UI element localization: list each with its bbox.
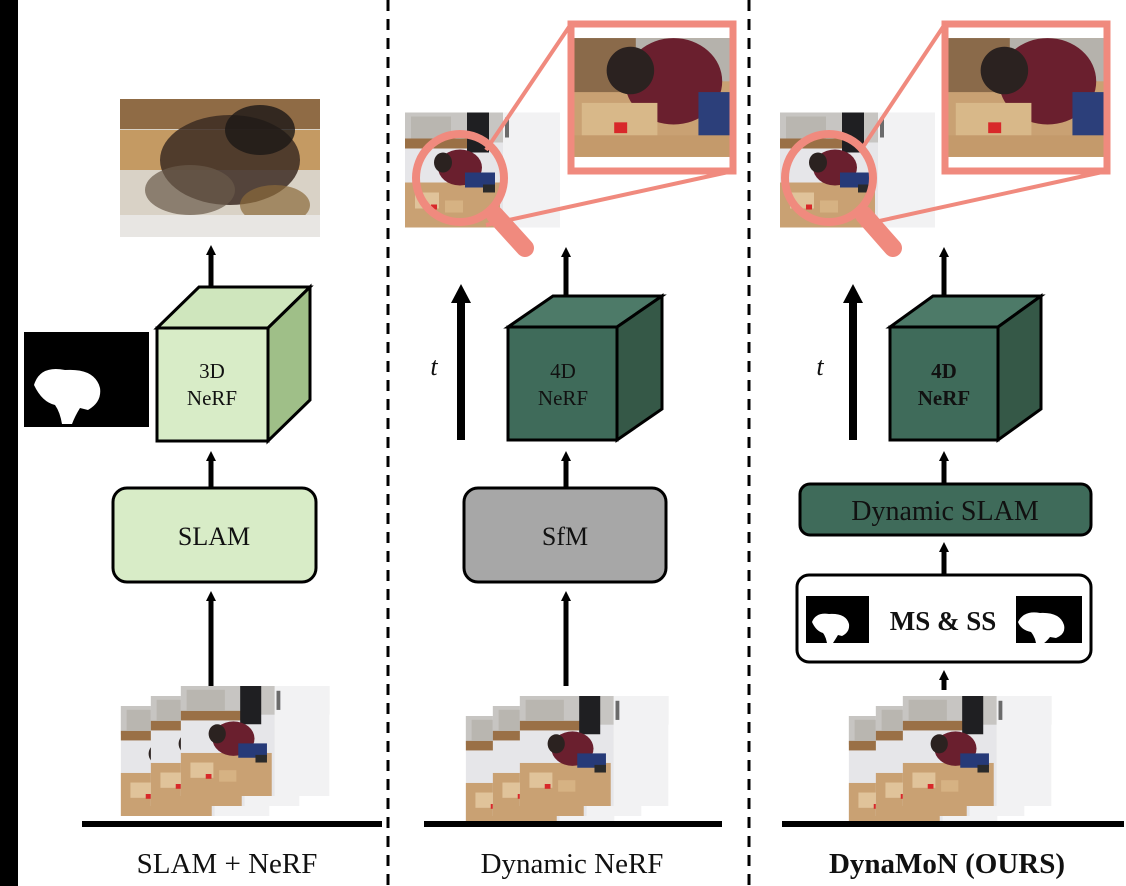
sfm-box-label: SfM	[542, 522, 588, 551]
segmentation-box-label: MS & SS	[890, 606, 997, 636]
nerf-cube-4d: 4D NeRF	[503, 293, 667, 443]
video-frames-image	[466, 696, 668, 826]
mask-image	[24, 332, 149, 427]
column-dynamic-nerf: t 4D NeRF SfM Dynamic Ne	[405, 20, 737, 880]
nerf-cube-4d: 4D NeRF	[885, 293, 1046, 443]
zoom-inset-image	[484, 20, 737, 227]
nerf-cube-3d: 3D NeRF	[153, 283, 314, 445]
nerf-label-line1: 3D	[199, 359, 225, 383]
segmentation-box: MS & SS	[795, 573, 1093, 664]
nerf-label-line2: NeRF	[187, 386, 237, 410]
magnifier-icon	[412, 130, 534, 257]
video-frames-image	[121, 686, 329, 816]
dynamic-slam-box: Dynamic SLAM	[798, 482, 1093, 537]
sfm-box: SfM	[462, 486, 668, 584]
mask-image	[806, 596, 869, 643]
slam-box-label: SLAM	[178, 522, 250, 551]
column-dynamon: t 4D NeRF Dynamic SLAM	[780, 20, 1124, 880]
time-label: t	[430, 352, 438, 381]
rendered-output-image	[120, 99, 320, 237]
column-caption: SLAM + NeRF	[137, 848, 318, 880]
zoom-inset-image	[859, 20, 1111, 227]
nerf-label-line1: 4D	[550, 359, 576, 383]
dynamic-slam-box-label: Dynamic SLAM	[851, 496, 1039, 527]
slam-box: SLAM	[111, 486, 318, 584]
nerf-label-line2: NeRF	[918, 386, 970, 410]
column-caption: DynaMoN (OURS)	[829, 848, 1065, 880]
column-caption: Dynamic NeRF	[481, 848, 664, 880]
video-frames-image	[849, 696, 1051, 826]
time-label: t	[816, 352, 824, 381]
mask-image	[1016, 596, 1082, 643]
column-slam-nerf: 3D NeRF SLAM SLAM + NeRF	[24, 99, 382, 880]
magnifier-icon	[781, 130, 902, 257]
nerf-label-line2: NeRF	[538, 386, 588, 410]
nerf-label-line1: 4D	[931, 359, 957, 383]
